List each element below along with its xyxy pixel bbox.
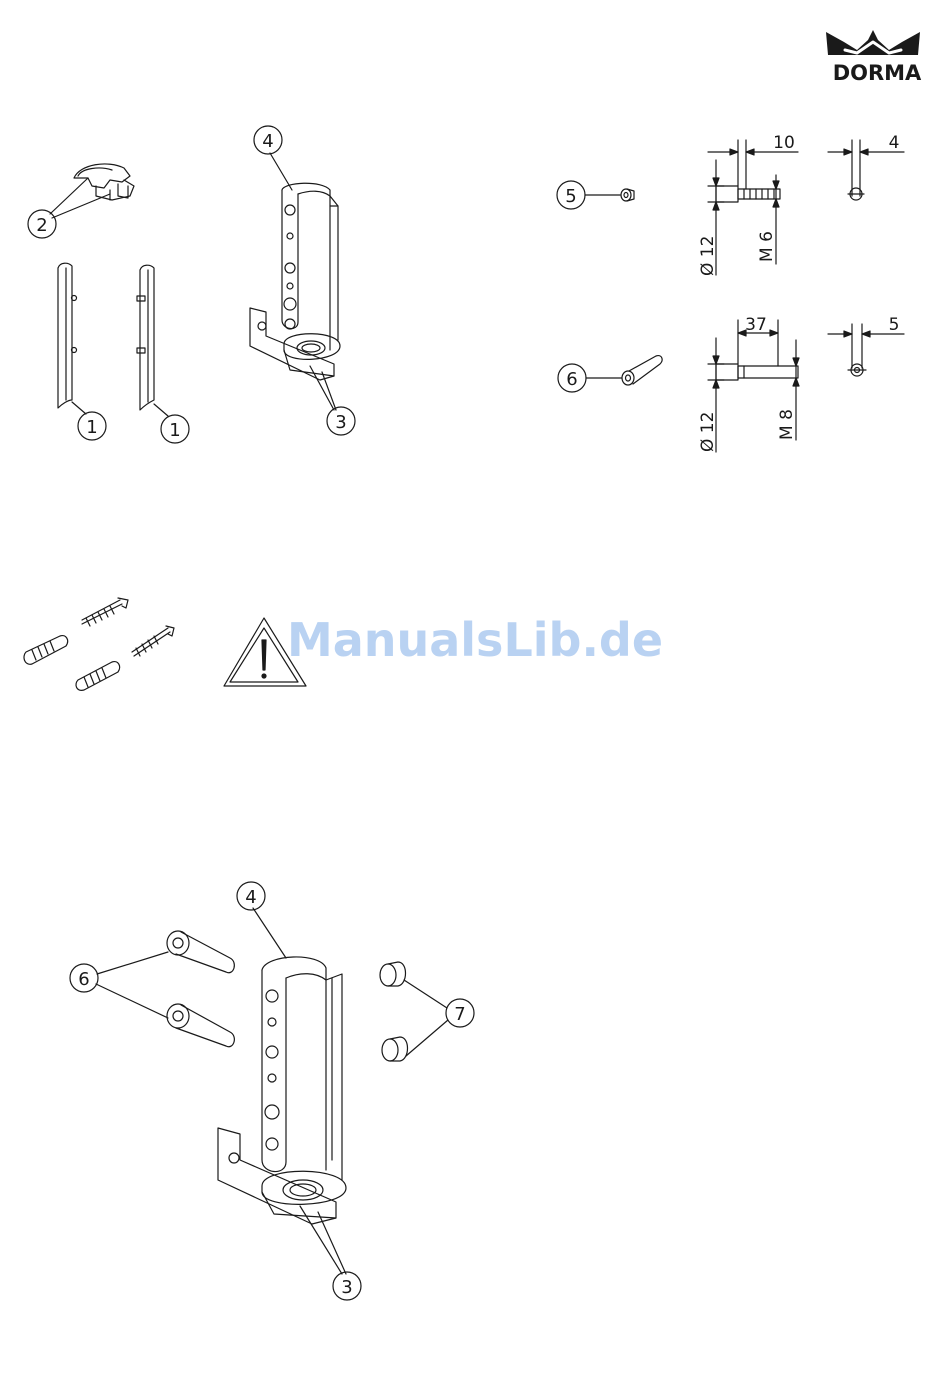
callout-1a: 1: [78, 412, 106, 440]
screw-m6-end-view: 4: [828, 133, 904, 200]
svg-text:7: 7: [454, 1004, 465, 1025]
dim-m6-length: 10: [773, 133, 795, 153]
part-seal-right: [137, 265, 154, 410]
part-seal-left: [58, 263, 77, 408]
svg-text:6: 6: [566, 369, 577, 390]
svg-text:1: 1: [86, 417, 97, 438]
svg-text:5: 5: [565, 186, 576, 207]
dim-m6-head-height: 4: [889, 133, 900, 153]
screw-m8-drawing: 37 Ø 12 M 8: [698, 315, 799, 452]
dim-m6-head-diameter: Ø 12: [698, 236, 718, 276]
svg-text:6: 6: [78, 969, 89, 990]
callout-3-top: 3: [327, 407, 355, 435]
dorma-logo: DORMA: [826, 30, 922, 85]
callout-4-top: 4: [254, 126, 282, 154]
svg-text:4: 4: [262, 131, 273, 152]
dim-m8-length: 37: [745, 315, 767, 335]
callout-2: 2: [28, 210, 56, 238]
svg-text:4: 4: [245, 887, 256, 908]
screw-6-lower: [167, 1004, 234, 1047]
callout-7: 7: [446, 999, 474, 1027]
svg-text:2: 2: [36, 215, 47, 236]
brand-name: DORMA: [833, 61, 922, 85]
screw-m6-drawing: 10 Ø 12 M 6: [698, 133, 798, 276]
cap-7-lower: [382, 1037, 408, 1061]
svg-text:3: 3: [341, 1277, 352, 1298]
callout-5: 5: [557, 181, 585, 209]
screw-m6-part: [621, 189, 634, 201]
screw-m8-end-view: 5: [828, 315, 904, 376]
callout-4-bottom: 4: [237, 882, 265, 910]
cap-7-upper: [380, 962, 406, 986]
svg-text:3: 3: [335, 412, 346, 433]
hinge-top: [250, 183, 340, 380]
screw-m8-part: [622, 356, 662, 385]
watermark: ManualsLib.de: [287, 613, 663, 667]
hinge-bottom: [218, 957, 346, 1224]
dim-m8-thread: M 8: [777, 409, 797, 440]
callout-6: 6: [558, 364, 586, 392]
screw-6-upper: [167, 931, 234, 973]
callout-3-bottom: 3: [333, 1272, 361, 1300]
wall-plugs-and-screws: [24, 598, 174, 690]
dim-m6-thread: M 6: [757, 231, 777, 262]
callout-6-bottom: 6: [70, 964, 98, 992]
callout-1b: 1: [161, 415, 189, 443]
svg-text:1: 1: [169, 420, 180, 441]
dim-m8-head-height: 5: [889, 315, 900, 335]
dim-m8-head-diameter: Ø 12: [698, 412, 718, 452]
